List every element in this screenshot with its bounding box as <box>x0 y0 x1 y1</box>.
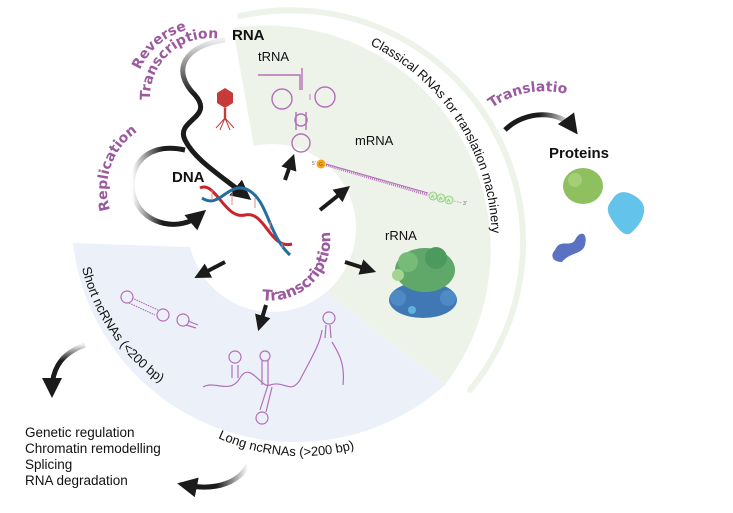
trna-label: tRNA <box>258 49 289 64</box>
function-item: Splicing <box>25 457 73 472</box>
svg-text:A: A <box>431 194 434 199</box>
arrow-to-short-ncrna <box>194 260 226 278</box>
short-ncrna-function-arrow <box>42 342 86 398</box>
svg-text:A: A <box>439 196 442 201</box>
dna-label: DNA <box>172 169 205 186</box>
arrow-to-mrna <box>318 186 350 212</box>
trna-structure-icon <box>258 68 336 153</box>
outer-ring <box>237 7 527 393</box>
mrna-structure-icon: 5' G A A A 3' <box>312 159 467 207</box>
bacteriophage-icon <box>215 88 235 131</box>
mrna-label: mRNA <box>355 133 394 148</box>
transcription-arrows <box>194 153 377 332</box>
proteins-icon <box>552 168 645 262</box>
proteins-label: Proteins <box>549 145 609 162</box>
ncrna-functions-list: Genetic regulation Chromatin remodelling… <box>25 425 161 489</box>
function-item: RNA degradation <box>25 473 128 488</box>
svg-text:A: A <box>447 198 450 203</box>
arrow-to-trna <box>281 153 297 181</box>
arrow-to-rrna <box>344 259 377 275</box>
function-item: Genetic regulation <box>25 425 135 440</box>
replication-arrow <box>129 145 207 231</box>
svg-text:3': 3' <box>463 201 467 207</box>
svg-text:5': 5' <box>312 161 316 167</box>
translation-arrow <box>503 112 578 135</box>
rrna-label: rRNA <box>385 228 417 243</box>
short-ncrna-structure-icon <box>120 290 199 329</box>
svg-text:G: G <box>319 162 323 168</box>
ribosome-icon <box>389 247 457 318</box>
function-item: Chromatin remodelling <box>25 441 161 456</box>
long-ncrna-structure-icon <box>202 311 345 425</box>
long-ncrna-function-arrow <box>177 463 251 498</box>
rna-strand-arrow <box>180 37 252 200</box>
arrow-to-long-ncrna <box>255 304 271 332</box>
rna-label: RNA <box>232 27 265 44</box>
dna-helix-icon <box>199 185 293 257</box>
ncrnas-sector <box>73 243 445 443</box>
